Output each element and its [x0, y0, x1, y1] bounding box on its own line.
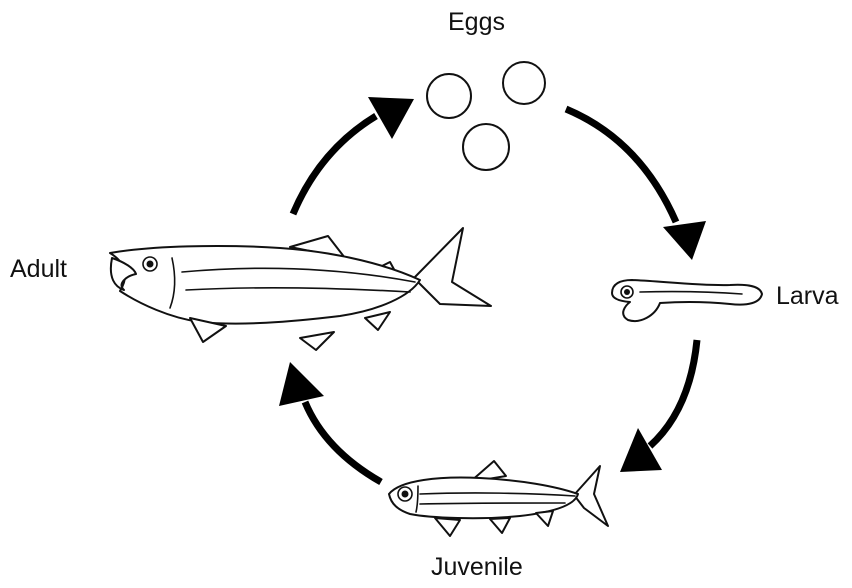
juvenile-illustration — [389, 461, 608, 536]
arrow-eggs-to-larva — [566, 109, 706, 260]
larva-body — [612, 280, 762, 321]
juvenile-label: Juvenile — [431, 553, 523, 582]
adult-tail-fin — [414, 228, 491, 306]
larva-illustration — [612, 280, 762, 321]
eggs-label: Eggs — [448, 8, 505, 37]
adult-illustration — [110, 228, 491, 350]
egg — [463, 124, 509, 170]
arrow-juvenile-to-adult — [279, 362, 381, 482]
adult-body — [110, 246, 420, 324]
arrow-larva-to-juvenile — [620, 340, 697, 472]
juvenile-tail-fin — [574, 466, 608, 526]
adult-label: Adult — [10, 255, 67, 284]
egg — [427, 74, 471, 118]
larva-label: Larva — [776, 282, 839, 311]
egg — [503, 62, 545, 104]
eggs-illustration — [427, 62, 545, 170]
arrow-adult-to-eggs — [293, 97, 414, 214]
